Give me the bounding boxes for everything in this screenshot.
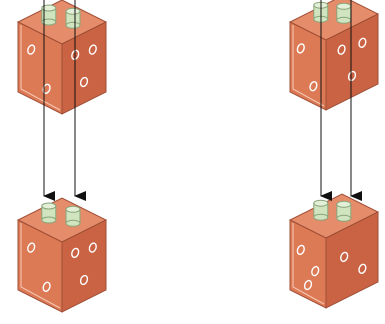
arrows-layer	[43, 0, 362, 201]
peg-icon	[336, 200, 352, 222]
side-hole	[340, 251, 349, 263]
side-hole	[358, 263, 367, 274]
block-bottom-left	[16, 197, 108, 313]
front-hole	[42, 281, 51, 292]
peg-icon	[41, 202, 57, 224]
side-hole	[88, 242, 97, 253]
side-hole	[347, 70, 357, 82]
peg-icon	[41, 4, 57, 26]
block-bottom-right	[288, 193, 380, 309]
front-hole	[303, 279, 313, 291]
block-side-face	[325, 211, 379, 309]
front-hole	[296, 244, 305, 256]
peg-icon	[65, 205, 81, 227]
side-hole	[358, 37, 367, 48]
block-edge-highlight	[292, 25, 325, 107]
side-hole	[337, 44, 346, 55]
block-top-left	[16, 0, 108, 115]
block-side-face	[325, 13, 379, 111]
peg-icon	[313, 199, 329, 221]
front-hole	[309, 81, 318, 92]
side-hole	[71, 49, 80, 61]
side-hole	[71, 247, 80, 259]
block-top-right	[288, 0, 380, 111]
front-hole	[311, 265, 320, 277]
block-edge-highlight	[20, 25, 61, 111]
block-edge-highlight	[20, 223, 61, 309]
side-hole	[88, 44, 97, 55]
blocks-layer	[16, 0, 380, 313]
side-hole	[79, 274, 89, 286]
front-hole	[296, 43, 305, 54]
front-hole	[27, 44, 36, 55]
peg-icon	[336, 2, 352, 24]
block-edge-highlight	[292, 223, 325, 305]
peg-icon	[65, 7, 81, 29]
side-hole	[79, 76, 89, 88]
front-hole	[27, 242, 36, 253]
